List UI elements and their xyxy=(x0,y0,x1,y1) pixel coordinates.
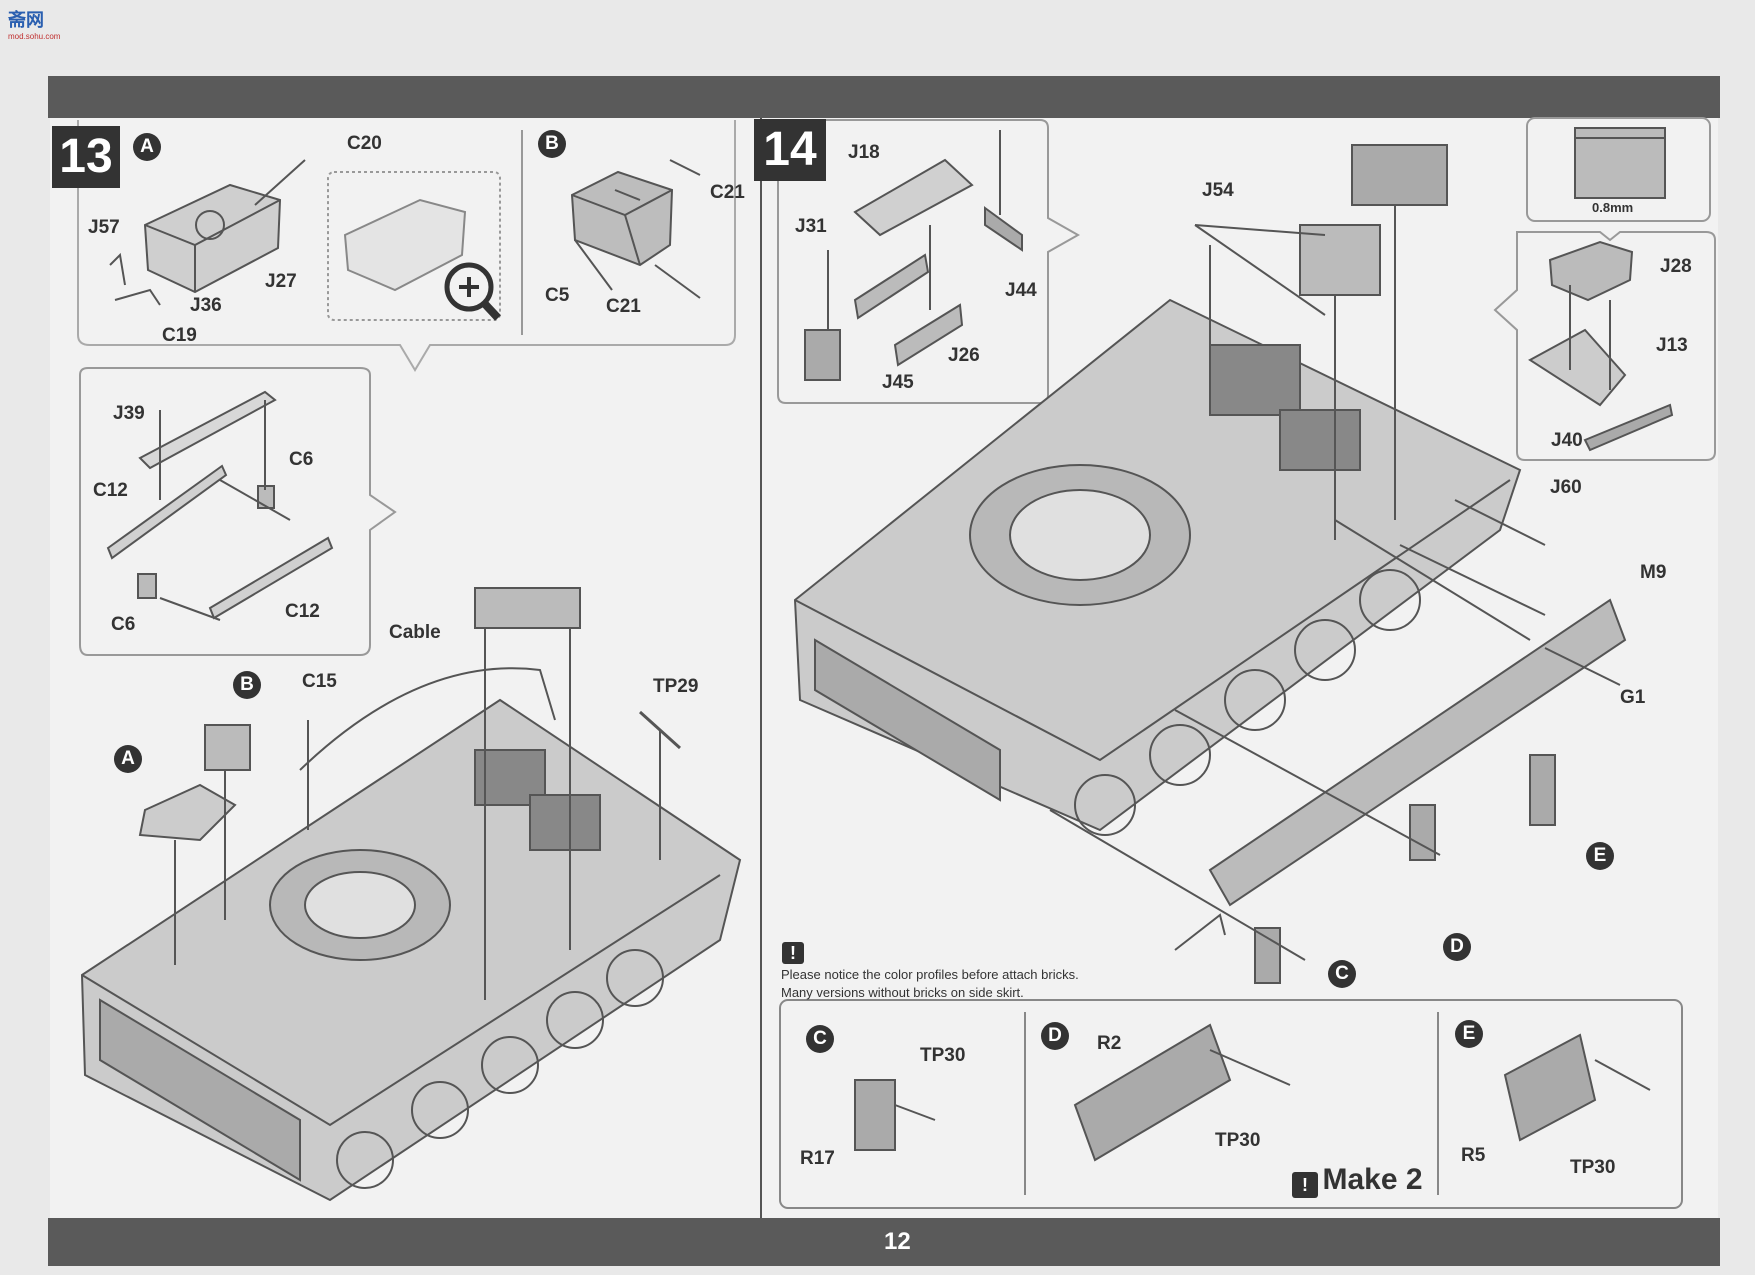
subassembly-b-marker: B xyxy=(538,130,566,158)
part-label: C6 xyxy=(111,614,136,635)
part-label: Cable xyxy=(389,622,441,643)
brick-c-callout: C xyxy=(1328,960,1356,988)
part-label: C12 xyxy=(285,601,320,622)
step-14-number: 14 xyxy=(754,119,826,181)
site-logo: 斋网 mod.sohu.com xyxy=(8,6,60,41)
part-label: R2 xyxy=(1097,1033,1122,1054)
part-label: J44 xyxy=(1005,280,1037,301)
part-label: TP30 xyxy=(1570,1157,1616,1178)
notice-line-1: Please notice the color profiles before … xyxy=(781,967,1079,982)
part-label: C19 xyxy=(162,325,197,346)
tank-14-drawing xyxy=(793,144,1627,984)
brick-e-marker: E xyxy=(1455,1020,1483,1048)
part-label: R17 xyxy=(800,1148,835,1169)
warning-icon: ! xyxy=(1292,1171,1318,1198)
ammo-box-b-drawing xyxy=(570,159,701,299)
part-label: J60 xyxy=(1550,477,1582,498)
part-label: C6 xyxy=(289,449,314,470)
part-label: J36 xyxy=(190,295,222,316)
part-label: J28 xyxy=(1660,256,1692,277)
jerrycan-a-drawing xyxy=(109,159,306,306)
part-label: C21 xyxy=(606,296,641,317)
warning-icon: ! xyxy=(782,942,804,964)
part-label: C5 xyxy=(545,285,570,306)
subassembly-b-callout: B xyxy=(233,671,261,699)
make-quantity: ! Make 2 xyxy=(1292,1163,1423,1198)
notice-line-2: Many versions without bricks on side ski… xyxy=(781,985,1024,1000)
top-header-bar xyxy=(48,76,1720,118)
part-label: J18 xyxy=(848,142,880,163)
subassembly-a-callout: A xyxy=(114,745,142,773)
part-label: J31 xyxy=(795,216,827,237)
thickness-label: 0.8mm xyxy=(1592,200,1634,215)
part-label: J54 xyxy=(1202,180,1234,201)
part-label: J45 xyxy=(882,372,914,393)
subassembly-a-marker: A xyxy=(133,133,161,161)
tank-13-drawing xyxy=(80,587,742,1202)
part-label: J57 xyxy=(88,217,120,238)
part-label: J27 xyxy=(265,271,297,292)
part-label: TP30 xyxy=(1215,1130,1261,1151)
make-quantity-text: Make 2 xyxy=(1322,1163,1423,1196)
page-number: 12 xyxy=(884,1228,911,1255)
part-label: C12 xyxy=(93,480,128,501)
part-label: J39 xyxy=(113,403,145,424)
brick-e-callout: E xyxy=(1586,842,1614,870)
part-label: C15 xyxy=(302,671,337,692)
brick-c-marker: C xyxy=(806,1025,834,1053)
part-label: J40 xyxy=(1551,430,1583,451)
part-label: J13 xyxy=(1656,335,1688,356)
column-divider xyxy=(760,118,762,1218)
site-logo-text: 斋网 xyxy=(8,10,44,30)
brick-d-callout: D xyxy=(1443,933,1471,961)
part-label: M9 xyxy=(1640,562,1667,583)
part-label: C20 xyxy=(347,133,382,154)
part-label: G1 xyxy=(1620,687,1646,708)
part-label: R5 xyxy=(1461,1145,1486,1166)
part-label: J26 xyxy=(948,345,980,366)
part-label: TP30 xyxy=(920,1045,966,1066)
step-13-number: 13 xyxy=(52,126,120,188)
part-label: C21 xyxy=(710,182,745,203)
part-label: TP29 xyxy=(653,676,699,697)
site-logo-sub: mod.sohu.com xyxy=(8,32,61,41)
brick-d-marker: D xyxy=(1041,1022,1069,1050)
footer-bar: 12 xyxy=(48,1218,1720,1266)
